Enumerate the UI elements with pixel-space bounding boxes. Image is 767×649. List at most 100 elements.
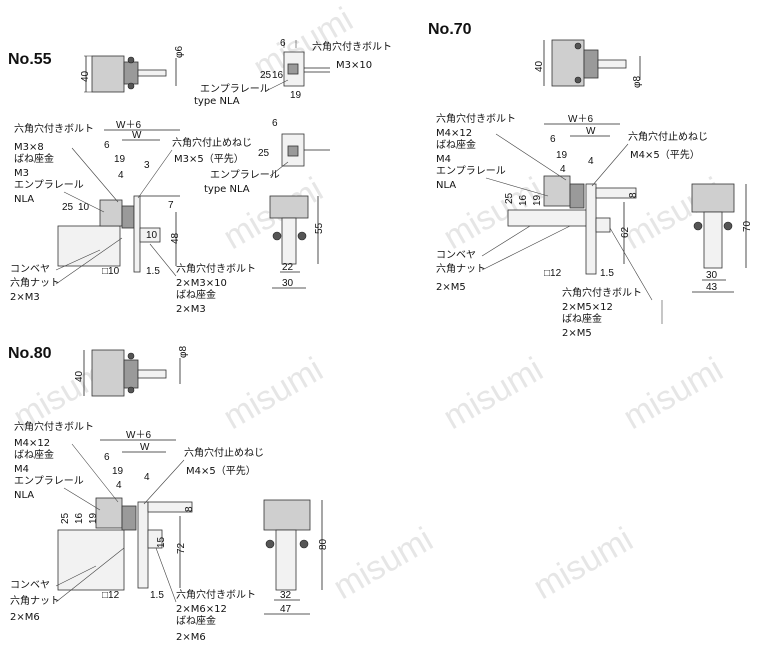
dim-w: W [132,130,142,141]
dim-25: 25 [62,202,74,213]
dim-4: 4 [118,170,124,181]
conveyor-frame [57,225,121,267]
dim-4: 4 [560,164,566,175]
label-washer: ばね座金 [176,288,216,301]
section-no70: No.70 40 φ8 W＋6 W 6 19 4 4 [428,21,753,339]
dim-16: 16 [518,194,529,206]
bolt-head [693,221,703,231]
bolt-head [299,539,309,549]
label-washer-spec: 2×M3 [176,304,206,315]
bolt-head [723,221,733,231]
label-hex-bolt: 六角穴付きボルト [176,588,256,601]
label-hex-bolt: 六角穴付きボルト [312,40,392,53]
section-title-no55: No.55 [8,51,52,68]
label-set-screw-spec: M4×5（平先） [186,465,256,477]
dim-70: 70 [742,220,753,232]
section-no80: No.80 40 φ8 W＋6 W 6 19 4 4 [8,345,329,643]
bolt-head [127,386,135,394]
bolt-head [127,82,135,90]
label-rail-type: type NLA [204,184,250,195]
dim-phi6: φ6 [174,46,185,58]
rail-block [95,497,123,529]
bolt-head [297,231,307,241]
label-washer-spec: 2×M6 [176,632,206,643]
bolt-body [287,63,299,75]
bracket-block [91,55,125,93]
dim-72: 72 [176,542,187,554]
dim-w: W [586,126,596,137]
dim-w-plus-6: W＋6 [568,114,593,125]
label-washer: ばね座金 [436,138,476,151]
dim-3: 3 [144,160,150,171]
shaft [137,69,167,77]
dim-80: 80 [318,538,329,550]
dim-40: 40 [74,370,85,382]
clamp-body [123,359,139,389]
label-rail-m: M3 [14,168,29,179]
dim-16: 16 [74,512,85,524]
no55-top-view: 40 φ6 [80,46,185,93]
label-washer: ばね座金 [176,614,216,627]
label-bolt-spec: M3×8 [14,142,44,153]
dim-19: 19 [114,154,126,165]
dim-sq10: □10 [102,266,120,277]
label-rail: エンプラレール [210,169,280,181]
label-conveyor: コンベヤ [436,249,476,261]
dim-16: 16 [272,70,284,81]
label-bolt-spec: 2×M3×10 [176,278,227,289]
watermark: misumi [437,350,549,437]
dim-8: 8 [184,506,195,512]
bracket-foot [595,217,611,233]
dim-30: 30 [706,270,718,281]
label-washer-spec: 2×M5 [562,328,592,339]
clamp-body [123,61,139,85]
clamp-block [691,183,735,213]
label-hex-nut: 六角ナット [436,263,486,275]
bolt-head [574,76,582,84]
watermark: misumi [527,520,639,607]
label-hex-bolt: 六角穴付きボルト [14,122,94,135]
watermark: misumi [217,350,329,437]
label-hex-bolt: 六角穴付きボルト [436,112,516,125]
no80-front-view: W＋6 W 6 19 4 4 25 16 19 8 15 72 □12 1.5 … [10,420,264,643]
label-rail-nla: NLA [436,180,456,191]
label-bolt-spec: M3×10 [336,60,372,71]
dim-1-5: 1.5 [146,266,160,277]
bracket [121,505,137,531]
bolt-head [127,352,135,360]
label-hex-nut: 六角ナット [10,595,60,607]
label-nut-spec: 2×M3 [10,292,40,303]
label-nut-spec: 2×M5 [436,282,466,293]
dim-19: 19 [88,512,99,524]
bracket-foot [139,227,161,243]
no55-side-view: 55 22 30 [269,195,325,289]
watermark: misumi [327,520,439,607]
bolt-head [127,56,135,64]
dim-7: 7 [168,200,174,211]
dim-25: 25 [258,148,270,159]
dim-6: 6 [104,140,110,151]
clamp-block [263,499,311,531]
dim-25: 25 [260,70,272,81]
label-nut-spec: 2×M6 [10,612,40,623]
dim-1-5: 1.5 [600,268,614,279]
conveyor-frame [57,529,125,591]
label-rail-nla: NLA [14,490,34,501]
bracket-foot [147,529,163,549]
label-rail-m: M4 [436,154,451,165]
no80-side-view: 80 32 47 [263,499,329,615]
label-bolt-spec: 2×M6×12 [176,604,227,615]
section-title-no70: No.70 [428,21,472,38]
dim-10: 10 [146,230,158,241]
dim-phi8: φ8 [632,76,643,88]
dim-6: 6 [104,452,110,463]
label-rail: エンプラレール [14,179,84,191]
dim-43: 43 [706,282,718,293]
label-rail: エンプラレール [436,165,506,177]
dim-22: 22 [282,262,294,273]
mount-plate [133,195,141,273]
shaft [137,369,167,379]
bracket [569,183,585,209]
section-no55: No.55 40 φ6 6 25 16 19 六角穴 [8,38,392,315]
